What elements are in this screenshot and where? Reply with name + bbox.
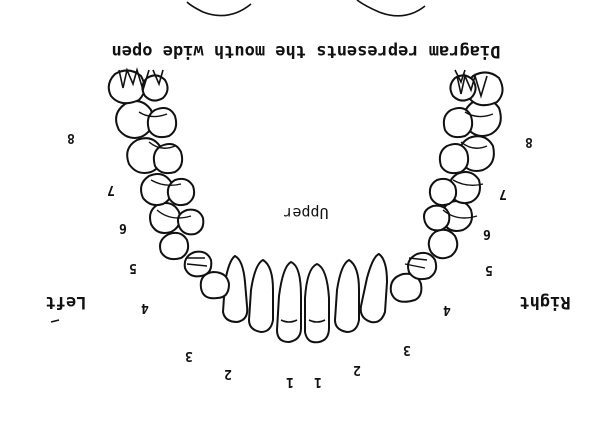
number-left-2: 2 bbox=[224, 366, 232, 381]
number-right-7: 7 bbox=[499, 186, 507, 201]
tooth-left-4 bbox=[201, 272, 229, 298]
number-right-5: 5 bbox=[485, 262, 493, 277]
number-left-5: 5 bbox=[129, 260, 137, 275]
tooth-left-1 bbox=[277, 262, 301, 342]
side-label-right: Right bbox=[519, 292, 570, 312]
number-left-3: 3 bbox=[185, 348, 193, 363]
left-tooth-numbers: 1 2 3 4 5 6 7 8 bbox=[67, 130, 294, 389]
number-left-1: 1 bbox=[286, 374, 294, 389]
number-right-4: 4 bbox=[443, 302, 451, 317]
anterior-teeth bbox=[185, 252, 436, 343]
number-right-8: 8 bbox=[525, 134, 533, 149]
number-right-1: 1 bbox=[314, 374, 322, 389]
number-right-2: 2 bbox=[353, 362, 361, 377]
tooth-right-2 bbox=[335, 260, 359, 332]
diagram-caption: Diagram represents the mouth wide open bbox=[112, 41, 501, 61]
number-right-6: 6 bbox=[483, 226, 491, 241]
number-left-7: 7 bbox=[107, 182, 115, 197]
arch-label: Upper bbox=[283, 204, 328, 222]
number-right-3: 3 bbox=[403, 342, 411, 357]
number-left-4: 4 bbox=[141, 300, 149, 315]
side-label-left: Left bbox=[46, 292, 87, 312]
tooth-left-2 bbox=[249, 260, 273, 332]
tooth-right-1 bbox=[305, 264, 329, 342]
number-left-8: 8 bbox=[67, 130, 75, 145]
tooth-right-3 bbox=[361, 254, 387, 322]
cropped-drawing-fragments bbox=[187, 0, 425, 16]
number-left-6: 6 bbox=[119, 220, 127, 235]
left-label-tick bbox=[51, 320, 59, 322]
